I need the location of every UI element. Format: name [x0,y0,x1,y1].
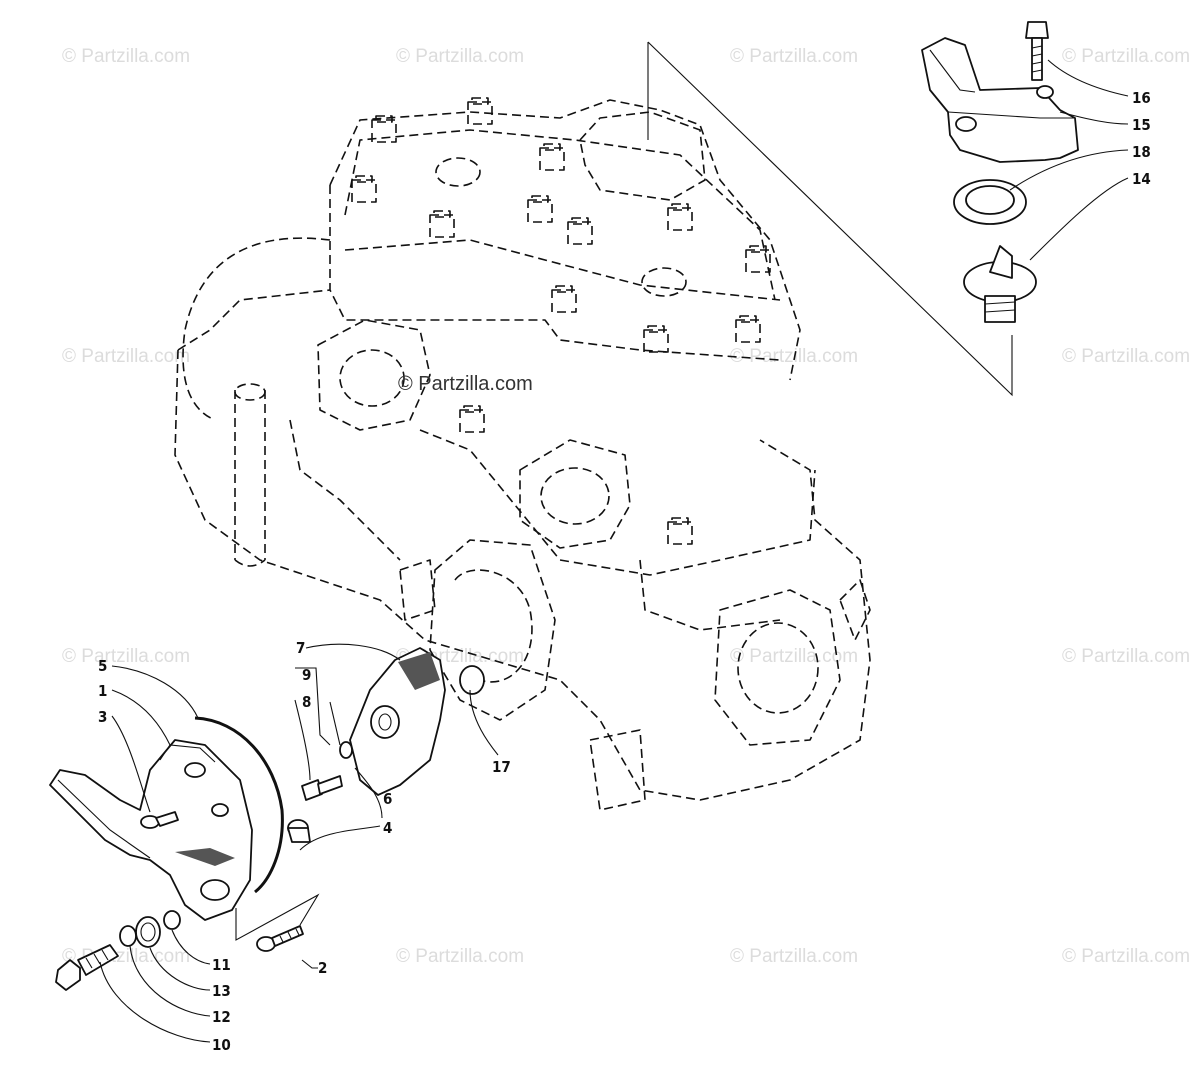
pump-cover-o-ring [194,716,284,894]
pump-housing-screw-3 [140,811,179,829]
callout-16: 16 [1132,89,1151,107]
watermark-8: © Partzilla.com [62,646,190,667]
pump-fitting-washers [119,910,181,948]
watermark-2: © Partzilla.com [396,46,524,67]
thermostat-leader-frame [647,41,1013,397]
impeller-spacer-4 [287,819,311,843]
thermostat-housing [921,37,1079,163]
callout-18: 18 [1132,143,1151,161]
watermark-layer: © Partzilla.com © Partzilla.com © Partzi… [62,46,1190,967]
watermark-1: © Partzilla.com [62,46,190,67]
callout-8: 8 [302,693,311,711]
head-bolts [351,97,771,545]
watermark-4: © Partzilla.com [1062,46,1190,67]
callout-labels: 1 2 3 4 5 6 7 8 9 10 11 12 13 14 15 16 1… [98,89,1151,1054]
engine-outline [174,97,871,811]
watermark-13: © Partzilla.com [396,946,524,967]
callout-15: 15 [1132,116,1151,134]
callout-12: 12 [212,1008,231,1026]
impeller-7 [349,647,446,796]
leader-lines [99,59,1129,1043]
watermark-3: © Partzilla.com [730,46,858,67]
watermark-15: © Partzilla.com [1062,946,1190,967]
watermark-14: © Partzilla.com [730,946,858,967]
thermostat-gasket [953,179,1027,225]
watermark-7: © Partzilla.com [1062,346,1190,367]
thermostat-housing-bolt [1025,21,1049,81]
circlip-17 [459,665,485,695]
watermark-5: © Partzilla.com [62,346,190,367]
callout-7: 7 [296,639,305,657]
callout-3: 3 [98,708,107,726]
callout-6: 6 [383,790,392,808]
callout-9: 9 [302,666,311,684]
water-pump-housing [49,739,253,921]
watermark-10: © Partzilla.com [730,646,858,667]
callout-5: 5 [98,657,107,675]
bleed-fitting [55,944,119,991]
callout-13: 13 [212,982,231,1000]
pump-housing-screw-2 [256,925,304,952]
impeller-bolt-8 [301,775,343,801]
callout-4: 4 [383,819,392,837]
callout-11: 11 [212,956,231,974]
watermark-11: © Partzilla.com [1062,646,1190,667]
thermostat [963,245,1037,323]
callout-1: 1 [98,682,107,700]
callout-14: 14 [1132,170,1151,188]
callout-17: 17 [492,758,511,776]
callout-2: 2 [318,959,327,977]
center-watermark: © Partzilla.com [398,373,533,395]
callout-10: 10 [212,1036,231,1054]
